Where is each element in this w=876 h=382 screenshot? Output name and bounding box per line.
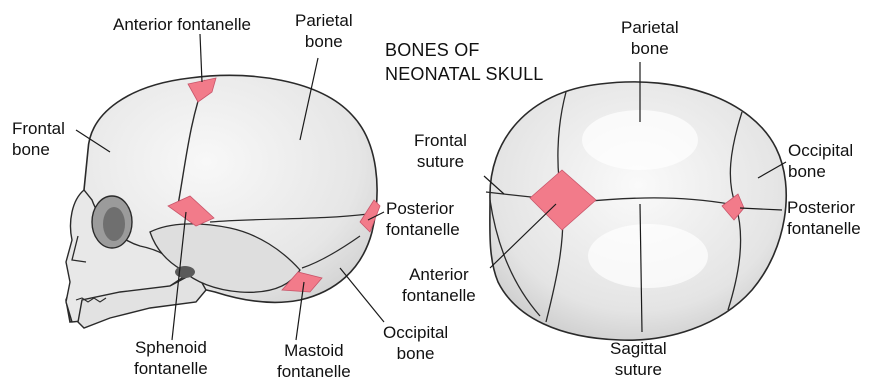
label-line-1: Frontal xyxy=(12,118,65,139)
label-line-2: bone xyxy=(295,31,353,52)
label-mastoid-fontanelle: Mastoid fontanelle xyxy=(277,340,351,382)
superior-skull xyxy=(486,82,786,340)
label-line-2: bone xyxy=(621,38,679,59)
highlight-lower xyxy=(588,224,708,288)
title-line-2: NEONATAL SKULL xyxy=(385,62,544,86)
label-line-2: fontanelle xyxy=(787,218,861,239)
title-line-1: BONES OF xyxy=(385,38,544,62)
label-line-2: bone xyxy=(12,139,65,160)
label-line-2: bone xyxy=(383,343,448,364)
label-parietal-bone-superior: Parietal bone xyxy=(621,17,679,59)
label-line-1: Sphenoid xyxy=(134,337,208,358)
label-occipital-bone-superior: Occipital bone xyxy=(788,140,853,182)
label-text: Anterior fontanelle xyxy=(113,15,251,34)
label-line-2: fontanelle xyxy=(134,358,208,379)
diagram-title: BONES OF NEONATAL SKULL xyxy=(385,38,544,86)
label-anterior-fontanelle-superior: Anterior fontanelle xyxy=(402,264,476,306)
label-line-2: fontanelle xyxy=(402,285,476,306)
label-line-2: suture xyxy=(414,151,467,172)
ear-canal xyxy=(175,266,195,278)
label-line-1: Parietal xyxy=(295,10,353,31)
lateral-skull xyxy=(66,75,380,328)
label-line-1: Posterior xyxy=(386,198,460,219)
label-sagittal-suture: Sagittal suture xyxy=(610,338,667,380)
label-line-1: Occipital xyxy=(383,322,448,343)
orbit-shadow xyxy=(103,207,125,241)
label-frontal-suture: Frontal suture xyxy=(414,130,467,172)
label-line-2: fontanelle xyxy=(386,219,460,240)
label-posterior-fontanelle-superior: Posterior fontanelle xyxy=(787,197,861,239)
label-anterior-fontanelle-lateral: Anterior fontanelle xyxy=(113,14,251,35)
label-line-1: Anterior xyxy=(402,264,476,285)
label-posterior-fontanelle-lateral: Posterior fontanelle xyxy=(386,198,460,240)
label-line-1: Occipital xyxy=(788,140,853,161)
label-frontal-bone-lateral: Frontal bone xyxy=(12,118,65,160)
label-line-1: Posterior xyxy=(787,197,861,218)
label-line-1: Frontal xyxy=(414,130,467,151)
label-occipital-bone-lateral: Occipital bone xyxy=(383,322,448,364)
label-line-2: fontanelle xyxy=(277,361,351,382)
label-line-1: Parietal xyxy=(621,17,679,38)
label-line-1: Sagittal xyxy=(610,338,667,359)
label-parietal-bone-lateral: Parietal bone xyxy=(295,10,353,52)
label-sphenoid-fontanelle: Sphenoid fontanelle xyxy=(134,337,208,379)
label-line-1: Mastoid xyxy=(277,340,351,361)
label-line-2: bone xyxy=(788,161,853,182)
label-line-2: suture xyxy=(610,359,667,380)
